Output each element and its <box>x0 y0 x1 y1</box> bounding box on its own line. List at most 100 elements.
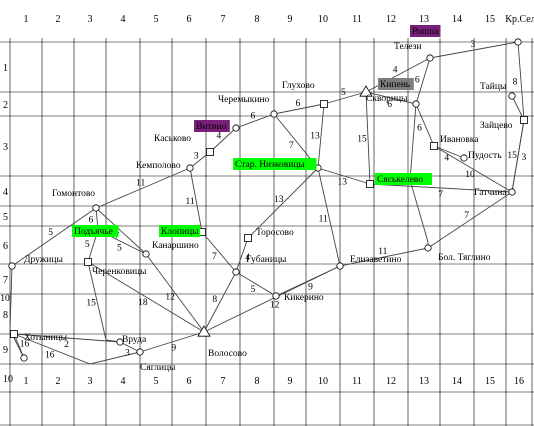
road-volosovo-yelizavetino <box>203 265 341 333</box>
settlement-name-druzhitsy: Дружицы <box>24 255 63 265</box>
settlement-name-podyache: Подъячье <box>74 227 113 237</box>
grid-column-number-top: 6 <box>187 14 192 25</box>
road-starnizk-syask <box>317 167 371 185</box>
settlement-marker <box>426 54 434 62</box>
road-distance-label: 4 <box>217 132 222 142</box>
settlement-name-kipen: Кипень <box>380 80 411 90</box>
road-distance-label: 11 <box>136 178 145 188</box>
road-distance-label: 18 <box>138 298 148 308</box>
settlement-marker <box>8 262 16 270</box>
settlement-name-skvoritsy: Скворицы <box>366 94 408 104</box>
road-kempolovo-klopitsy <box>189 167 203 233</box>
settlement-marker <box>336 262 344 270</box>
settlement-name-syask: Сяськелево <box>377 175 423 185</box>
grid-column-number-bottom: 13 <box>419 376 429 387</box>
settlement-marker <box>520 116 528 124</box>
road-khotynitsy-vruda <box>13 333 121 343</box>
grid-column-number-top: 2 <box>56 14 61 25</box>
road-distance-label: 10 <box>0 294 10 304</box>
road-distance-label: 5 <box>341 88 346 98</box>
road-distance-label: 8 <box>212 295 217 305</box>
settlement-name-syaglitsy: Сяглицы <box>140 363 176 373</box>
road-distance-label: 7 <box>289 141 294 151</box>
settlement-name-kanarshino: Канаршино <box>152 241 199 251</box>
road-syaglitsy-volosovo <box>139 331 205 353</box>
road-starnizk-yelizavetino <box>317 167 341 267</box>
grid-column-number-top: 3 <box>88 14 93 25</box>
road-distance-label: 12 <box>270 300 280 310</box>
road-skvoritsy-ivanovka <box>415 103 435 147</box>
road-distance-label: 5 <box>251 285 256 295</box>
grid-column-number-top: 13 <box>419 14 429 25</box>
settlement-marker <box>514 38 522 46</box>
settlement-marker <box>206 148 214 156</box>
road-distance-label: 3 <box>194 151 199 161</box>
settlement-name-starnizk: Стар. Низковицы <box>235 160 305 170</box>
road-distance-label: 11 <box>186 197 195 207</box>
settlement-marker <box>10 330 18 338</box>
settlement-name-gomontovo: Гомонтово <box>52 189 95 199</box>
road-gomontovo-kanarshino <box>95 207 147 255</box>
road-distance-label: 11 <box>319 214 328 224</box>
grid-column-number-bottom: 14 <box>452 376 462 387</box>
grid-column-number-top: 15 <box>485 14 495 25</box>
road-vitino-kaskovo <box>209 127 237 153</box>
grid-row-number: 6 <box>3 241 8 252</box>
settlement-highlight <box>72 225 119 237</box>
settlement-name-taitsy: Тайцы <box>480 81 507 92</box>
road-kanarshino-volosovo <box>145 253 205 333</box>
road-distance-label: 3 <box>125 348 130 358</box>
grid-column-number-bottom: 2 <box>56 376 61 387</box>
grid-row-number: 7 <box>3 275 8 286</box>
road-distance-label: 13 <box>274 195 284 205</box>
road-kipen-syask <box>365 91 371 185</box>
road-distance-label: 4 <box>393 66 398 76</box>
grid-row-number: 3 <box>3 142 8 153</box>
road-druzhitsy-n2 <box>9 265 25 359</box>
road-cheremykino-vitino <box>235 113 275 129</box>
road-kipen-glukhovo <box>323 91 367 105</box>
road-ivanovka-gatchina <box>433 145 513 193</box>
road-kempolovo-gomontovo <box>95 167 191 209</box>
road-cherenkovitsy-volosovo <box>87 261 205 333</box>
road-distance-label: 15 <box>357 134 367 144</box>
settlement-highlight <box>378 78 414 90</box>
grid-column-number-top: 10 <box>318 14 328 25</box>
road-gubanitsy-volosovo <box>203 271 237 333</box>
road-distance-label: 15 <box>86 298 96 308</box>
settlement-highlight <box>410 25 441 37</box>
grid-column-number-top: 8 <box>255 14 260 25</box>
settlement-name-telezi: Телези <box>394 42 422 52</box>
road-telezi-skvoritsy <box>415 57 431 105</box>
road-krselo-n3 <box>517 41 525 121</box>
settlement-marker <box>136 348 144 356</box>
road-distance-label: 8 <box>513 77 518 87</box>
road-edges: 3864155615667134364101111131311773115675… <box>0 40 527 365</box>
settlement-name-ivanovka: Ивановка <box>440 135 479 145</box>
grid-row-number: 1 <box>3 63 8 74</box>
grid-column-number-bottom: 12 <box>386 376 396 387</box>
settlement-marker <box>142 250 150 258</box>
road-distance-label: 15 <box>507 151 517 161</box>
settlement-name-glukhovo: Глухово <box>282 81 315 91</box>
road-distance-label: 7 <box>212 252 217 262</box>
settlement-marker <box>197 325 211 337</box>
road-distance-label: 6 <box>415 75 420 85</box>
grid-column-number-bottom: 8 <box>255 376 260 387</box>
settlement-marker <box>359 85 373 97</box>
grid-row-number: 9 <box>3 345 8 356</box>
settlement-name-cheremykino: Черемыкино <box>218 95 270 105</box>
settlement-name-yelizavetino: Елизаветино <box>350 255 402 265</box>
road-starnizk-torosovo <box>247 167 319 239</box>
settlement-name-khotynitsy: Хотыницы <box>24 333 68 343</box>
road-vruda-syaglitsy <box>119 341 141 353</box>
grid-row-number: 8 <box>3 310 8 321</box>
settlement-name-bolteglino: Бол. Тяглино <box>438 253 491 263</box>
road-distance-label: 6 <box>417 123 422 133</box>
grid-column-number-bottom: 3 <box>88 376 93 387</box>
settlement-marker <box>460 154 468 162</box>
grid-column-number-top: 12 <box>386 14 396 25</box>
road-distance-label: 10 <box>465 170 475 180</box>
road-distance-label: 7 <box>464 211 469 221</box>
